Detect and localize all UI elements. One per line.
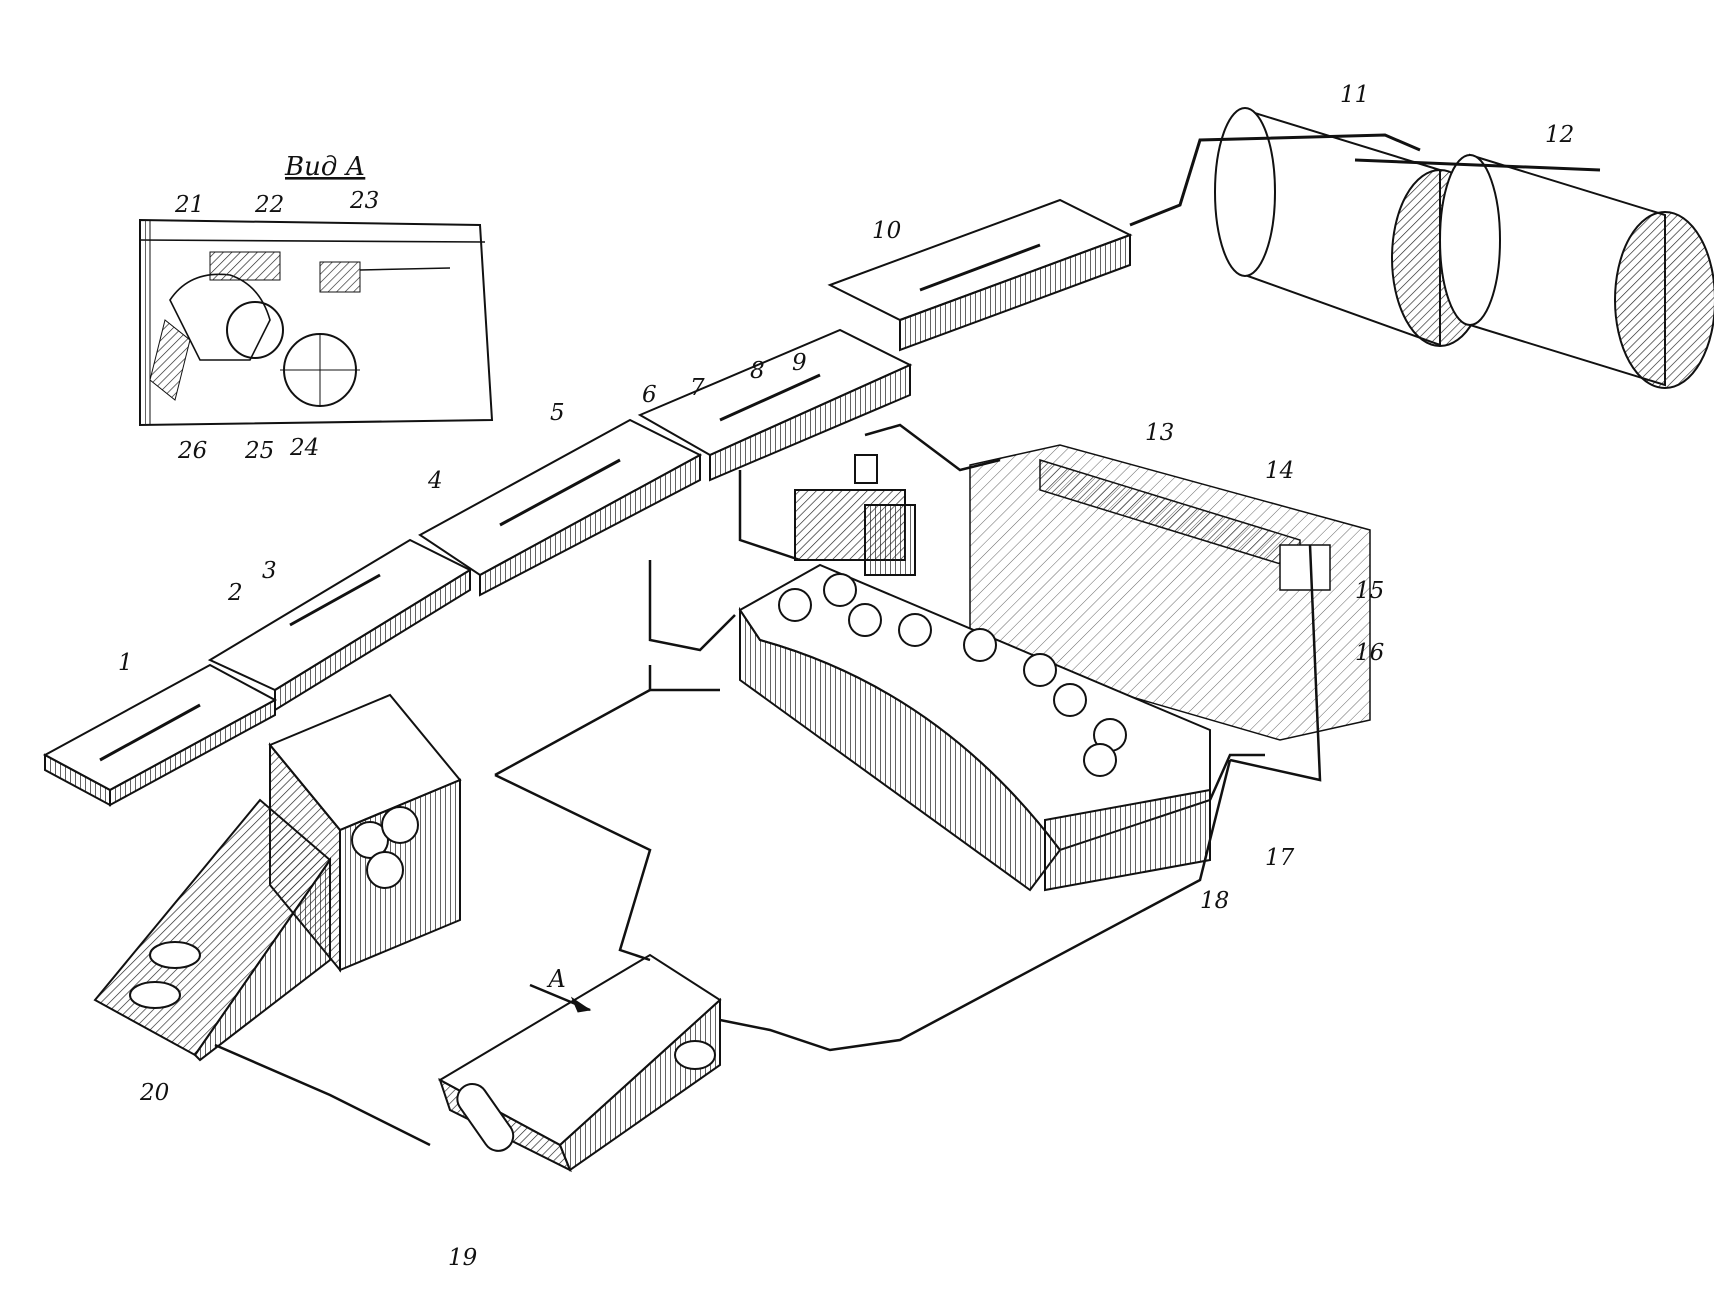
label-22: 22 <box>254 192 284 218</box>
label-26: 26 <box>177 438 207 464</box>
tank-chain <box>42 198 1133 807</box>
label-2: 2 <box>227 580 243 606</box>
label-5: 5 <box>550 400 565 426</box>
fuel-lines <box>214 423 1322 1147</box>
label-15: 15 <box>1355 578 1384 604</box>
label-1: 1 <box>118 650 133 676</box>
crescent-frame <box>738 563 1211 892</box>
label-10: 10 <box>872 218 901 244</box>
label-21: 21 <box>174 192 204 218</box>
label-4: 4 <box>427 468 443 494</box>
label-24: 24 <box>289 435 319 461</box>
label-12: 12 <box>1545 122 1574 148</box>
label-18: 18 <box>1200 888 1229 914</box>
view-a-title: Вид А <box>284 152 365 182</box>
label-14: 14 <box>1265 458 1294 484</box>
component-labels: 1 2 3 4 5 6 7 8 9 10 11 12 13 14 15 16 1… <box>118 82 1574 1271</box>
filter-pump <box>794 454 916 576</box>
label-6: 6 <box>642 382 657 408</box>
view-a-inset: Вид А 21 22 23 24 25 26 <box>139 152 494 464</box>
label-9: 9 <box>792 350 807 376</box>
label-17: 17 <box>1265 845 1295 871</box>
label-11: 11 <box>1340 82 1369 108</box>
view-arrow: А <box>529 965 592 1013</box>
label-23: 23 <box>349 188 379 214</box>
label-3: 3 <box>262 558 277 584</box>
label-20: 20 <box>139 1080 169 1106</box>
engine-block <box>969 444 1371 741</box>
label-13: 13 <box>1145 420 1174 446</box>
label-8: 8 <box>750 358 765 384</box>
label-16: 16 <box>1355 640 1384 666</box>
label-25: 25 <box>244 438 274 464</box>
cylinder-tanks <box>1129 107 1714 389</box>
label-19: 19 <box>448 1245 477 1271</box>
support-block-19 <box>437 953 722 1173</box>
label-7: 7 <box>690 375 705 401</box>
arrow-label: А <box>546 965 566 993</box>
support-block-20 <box>93 798 332 1062</box>
